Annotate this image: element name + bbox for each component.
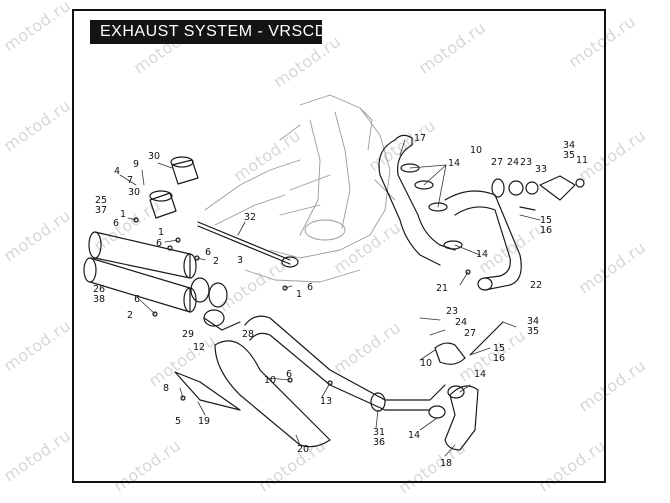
callout-34: 34 (563, 140, 576, 151)
callout-30-lower: 30 (128, 187, 141, 198)
rod-bracket (281, 256, 299, 268)
callout-35: 35 (563, 150, 576, 161)
callout-4: 4 (114, 166, 121, 177)
callout-10-c: 10 (264, 375, 277, 386)
callout-27-b: 27 (464, 328, 477, 339)
sensor-stud (519, 206, 536, 211)
header-heat-shield-lower (214, 340, 331, 448)
callout-24: 24 (507, 157, 520, 168)
callout-23: 23 (520, 157, 533, 168)
callout-1-c: 1 (296, 289, 303, 300)
callout-20: 20 (297, 444, 310, 455)
callout-38: 38 (93, 294, 106, 305)
o2-sensor-housing-33 (539, 175, 585, 201)
callout-2-b: 2 (127, 310, 134, 321)
callout-15-b: 15 (493, 343, 506, 354)
callout-31: 31 (373, 427, 386, 438)
callout-35-b: 35 (527, 326, 540, 337)
callout-17: 17 (414, 133, 427, 144)
callout-19: 19 (198, 416, 211, 427)
callout-1: 1 (120, 209, 127, 220)
callout-12: 12 (193, 342, 206, 353)
callout-6-e: 6 (134, 294, 141, 305)
heat-shield-small-lower (149, 190, 177, 219)
callout-26: 26 (93, 284, 106, 295)
callout-21: 21 (436, 283, 449, 294)
callout-15: 15 (540, 215, 553, 226)
callout-6: 6 (113, 218, 120, 229)
callout-7: 7 (127, 175, 134, 186)
callout-24-b: 24 (455, 317, 468, 328)
rear-header-pipe-17 (378, 134, 456, 266)
heat-shield-small-upper (170, 156, 199, 185)
callout-23-b: 23 (446, 306, 459, 317)
callout-25: 25 (95, 195, 108, 206)
front-header-pipe (244, 315, 446, 412)
short-pipe-10 (434, 342, 466, 365)
callout-6-f: 6 (286, 369, 293, 380)
callout-34-b: 34 (527, 316, 540, 327)
small-heat-shield (174, 371, 241, 411)
support-rod (197, 221, 291, 261)
o2-sensor-lower (469, 321, 504, 356)
callout-33: 33 (535, 164, 548, 175)
callout-28: 28 (242, 329, 255, 340)
callout-37: 37 (95, 205, 108, 216)
callout-18: 18 (440, 458, 453, 469)
fastener-screws (133, 217, 471, 401)
muffler-clamp-lower (203, 309, 241, 331)
callout-13: 13 (320, 396, 333, 407)
muffler-clamp-upper (190, 277, 228, 308)
callout-1-b: 1 (158, 227, 165, 238)
callout-14-d: 14 (408, 430, 421, 441)
callout-29: 29 (182, 329, 195, 340)
callout-8: 8 (163, 383, 170, 394)
callout-14-c: 14 (474, 369, 487, 380)
muffler-lower (83, 257, 197, 313)
callout-6-d: 6 (307, 282, 314, 293)
callout-2: 2 (213, 256, 220, 267)
callout-leaders (119, 139, 541, 457)
callout-6-c: 6 (205, 247, 212, 258)
motorcycle-frame-outline (204, 94, 396, 283)
callout-14-b: 14 (476, 249, 489, 260)
diagram-border (72, 9, 606, 483)
callout-22: 22 (530, 280, 543, 291)
muffler-upper (88, 231, 197, 279)
callout-10: 10 (470, 145, 483, 156)
callout-10-b: 10 (420, 358, 433, 369)
clamp-14-mid (447, 385, 465, 399)
o2-sensor-rings (491, 178, 539, 198)
callout-30: 30 (148, 151, 161, 162)
callout-5: 5 (175, 416, 182, 427)
callout-6-b: 6 (156, 238, 163, 249)
clamp-14-lower (428, 405, 446, 419)
callout-14: 14 (448, 158, 461, 169)
callout-9: 9 (133, 159, 140, 170)
callout-3: 3 (237, 255, 244, 266)
callout-27: 27 (491, 157, 504, 168)
rear-header-pipe-22 (444, 190, 522, 291)
callout-36: 36 (373, 437, 386, 448)
callout-16-b: 16 (493, 353, 506, 364)
exhaust-clamps-14 (400, 163, 463, 250)
diagram-title: EXHAUST SYSTEM - VRSCDX (90, 20, 337, 44)
callout-16: 16 (540, 225, 553, 236)
callout-11: 11 (576, 155, 589, 166)
callout-32: 32 (244, 212, 257, 223)
